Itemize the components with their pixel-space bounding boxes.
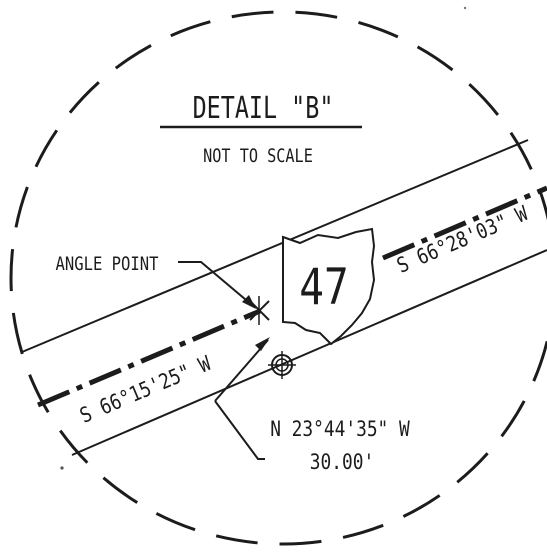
bearing-left-label: S 66°15'25" W — [76, 351, 214, 428]
angle-point-arrowhead — [242, 295, 256, 309]
route-shield: 47 — [282, 227, 376, 346]
row-line-upper — [21, 139, 529, 353]
scan-speck — [463, 6, 467, 10]
angle-point-leader — [178, 261, 253, 306]
detail-title: DETAIL "B" — [193, 91, 334, 126]
detail-boundary-circle — [9, 10, 547, 546]
tie-dimension-arrowhead — [255, 337, 270, 351]
ohio-state-outline-icon — [282, 227, 376, 346]
tie-dimension-line — [214, 339, 269, 402]
centerline-right — [382, 185, 547, 261]
tie-distance-label: 30.00' — [310, 450, 374, 475]
angle-point-marker — [249, 296, 270, 325]
route-number: 47 — [299, 258, 348, 316]
detail-subtitle: NOT TO SCALE — [203, 145, 313, 167]
tie-dimension-leader — [214, 400, 265, 460]
scan-speck — [60, 466, 64, 470]
row-line-lower — [71, 249, 547, 456]
centerline-left — [37, 308, 261, 408]
tie-point-symbol — [268, 351, 296, 379]
angle-point-label: ANGLE POINT — [55, 254, 159, 276]
tie-bearing-label: N 23°44'35" W — [270, 417, 410, 442]
